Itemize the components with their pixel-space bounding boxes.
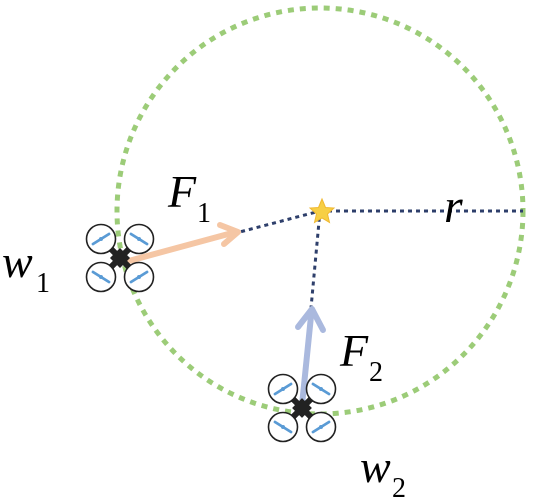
svg-text:w: w [2,236,33,287]
label-w1: w 1 [2,236,50,299]
label-f2: F 2 [339,325,383,388]
svg-text:1: 1 [36,268,50,299]
svg-text:F: F [339,325,369,376]
quadcopter-icon [267,373,337,443]
svg-text:2: 2 [369,357,383,388]
quadcopter-icon [85,223,155,293]
force-f2-arrow [295,306,326,408]
svg-text:F: F [167,166,197,217]
label-f1: F 1 [167,166,211,229]
label-w2: w 2 [360,441,406,503]
force-f1-arrow [122,222,241,265]
svg-text:1: 1 [197,198,211,229]
svg-text:w: w [360,441,391,492]
svg-text:2: 2 [392,473,406,503]
svg-text:r: r [444,180,463,233]
label-r: r [444,180,463,233]
star-icon [308,197,336,224]
